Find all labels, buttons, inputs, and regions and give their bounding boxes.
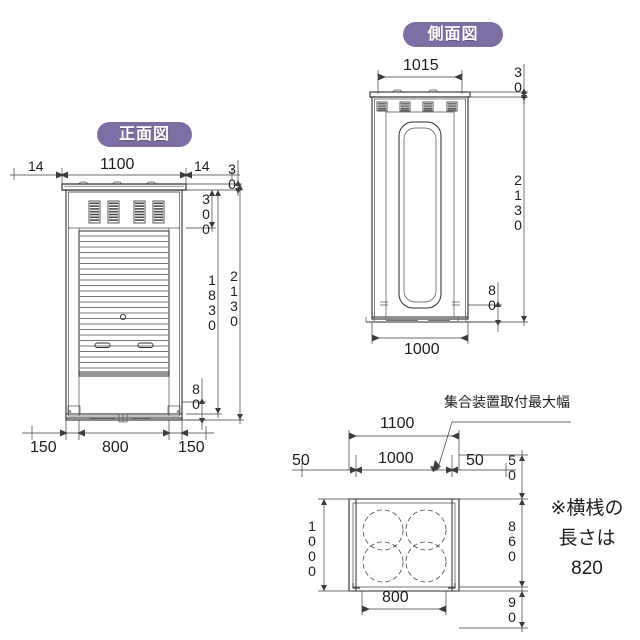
plan-dim-inner-width: 1000 bbox=[378, 450, 414, 467]
shutter-handle-left bbox=[94, 342, 111, 348]
front-dim-left-overhang: 14 bbox=[28, 158, 44, 174]
side-view-group bbox=[365, 64, 528, 344]
front-bottom-dim bbox=[22, 420, 214, 440]
plan-outer-width-dim bbox=[348, 430, 460, 470]
side-base-dim bbox=[468, 282, 502, 332]
front-dim-base-height: 80 bbox=[188, 381, 204, 411]
side-view-badge: 側面図 bbox=[403, 22, 503, 47]
front-dim-top-width: 1100 bbox=[100, 156, 135, 173]
plan-dim-right-offset: 50 bbox=[466, 452, 484, 469]
front-dim-roof-thickness: 30 bbox=[224, 161, 240, 191]
side-panel-outline bbox=[398, 121, 442, 309]
front-dim-upper-panel: 300 bbox=[198, 191, 214, 236]
front-dim-center-width: 800 bbox=[102, 439, 129, 456]
front-view-group bbox=[10, 160, 244, 440]
shutter-lock-icon bbox=[119, 313, 127, 321]
side-dim-base-height: 80 bbox=[484, 282, 500, 312]
front-dim-right-overhang: 14 bbox=[194, 158, 210, 174]
plan-bottom-width-dim bbox=[361, 591, 447, 615]
front-dim-total-height: 2130 bbox=[226, 268, 242, 328]
side-dim-top-width: 1015 bbox=[403, 57, 439, 74]
plan-annotation-leader bbox=[430, 421, 571, 472]
side-dim-roof-thickness: 30 bbox=[510, 64, 526, 94]
front-top-dim bbox=[10, 168, 240, 186]
beam-note-line2: 長さは bbox=[558, 528, 616, 549]
front-dim-left-leg: 150 bbox=[30, 439, 57, 456]
plan-circles bbox=[362, 509, 447, 583]
side-dim-total-height: 2130 bbox=[510, 172, 526, 232]
side-bottom-dim bbox=[371, 322, 469, 344]
plan-dim-top-gap: 50 bbox=[504, 452, 520, 482]
plan-annotation-label: 集合装置取付最大幅 bbox=[444, 394, 570, 410]
beam-note-line3: 820 bbox=[571, 558, 603, 579]
side-top-dim bbox=[377, 70, 463, 94]
plan-dim-inner-depth: 860 bbox=[504, 518, 520, 563]
plan-dim-side-depth: 1000 bbox=[304, 518, 320, 578]
plan-right-vertical-dims bbox=[459, 450, 528, 632]
beam-note-line1: ※横桟の bbox=[550, 498, 624, 519]
front-vertical-dims bbox=[182, 160, 244, 430]
side-louvers bbox=[376, 101, 458, 112]
plan-dim-bottom-gap: 90 bbox=[504, 594, 520, 624]
plan-inner-width-dim bbox=[292, 455, 516, 477]
side-dim-bottom-width: 1000 bbox=[404, 341, 440, 358]
plan-dim-left-offset: 50 bbox=[292, 452, 310, 469]
plan-dim-bottom-width: 800 bbox=[382, 589, 409, 606]
shutter-slats bbox=[80, 235, 168, 369]
plan-depth-dim bbox=[318, 498, 352, 592]
front-louvers bbox=[88, 200, 165, 224]
front-dim-shutter-height: 1830 bbox=[204, 272, 220, 332]
plan-view-group bbox=[292, 421, 571, 632]
front-view-badge: 正面図 bbox=[97, 122, 192, 147]
plan-dim-outer-width: 1100 bbox=[380, 415, 415, 432]
shutter-handle-right bbox=[137, 342, 154, 348]
front-dim-right-leg: 150 bbox=[178, 439, 205, 456]
